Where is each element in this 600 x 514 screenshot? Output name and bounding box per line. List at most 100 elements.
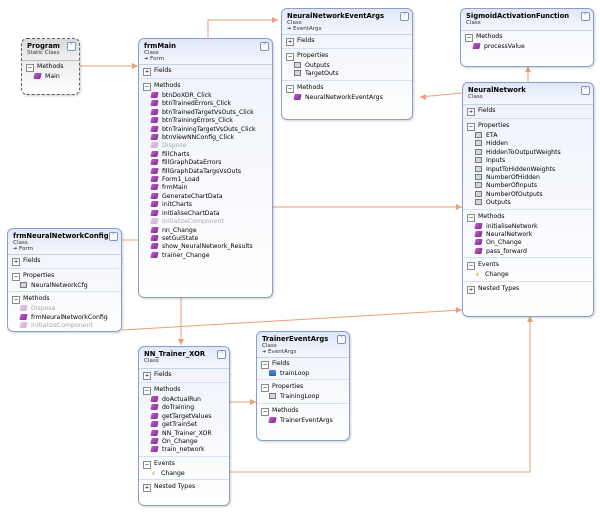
chevron-up-icon[interactable]: ⌃ [337, 335, 346, 344]
member-method[interactable]: TrainerEventArgs [257, 416, 349, 425]
member-method[interactable]: btnTrainedTargetVsOuts_Click [139, 108, 272, 117]
member-method[interactable]: btnTrainedErrors_Click [139, 100, 272, 108]
member-method[interactable]: On_Change [139, 438, 229, 446]
member-method[interactable]: GenerateChartData [139, 192, 272, 201]
class-neuralnetwork[interactable]: NeuralNetwork Class ⌃ +Fields −Propertie… [462, 82, 594, 317]
section-fields[interactable]: +Fields [286, 37, 315, 46]
member-property[interactable]: NumberOfInputs [463, 182, 593, 190]
member-method[interactable]: setGuiState [139, 234, 272, 243]
chevron-up-icon[interactable]: ⌃ [109, 232, 118, 241]
member-method[interactable]: On_Change [463, 239, 593, 247]
collapse-icon[interactable]: − [143, 460, 151, 469]
member-field[interactable]: trainLoop [257, 370, 349, 378]
member-method[interactable]: pass_forward [463, 247, 593, 256]
member-method[interactable]: InitializeComponent [8, 322, 121, 330]
member-method[interactable]: Dispose [139, 142, 272, 150]
chevron-up-icon[interactable]: ⌃ [400, 12, 409, 21]
section-methods[interactable]: −Methods [286, 83, 324, 93]
section-fields[interactable]: +Fields [143, 67, 172, 76]
section-methods[interactable]: −Methods [12, 295, 50, 305]
member-property[interactable]: NumberOfOutputs [463, 190, 593, 199]
member-main[interactable]: Main [22, 73, 79, 81]
member-property[interactable]: Hidden [463, 140, 593, 148]
section-methods[interactable]: −Methods [143, 82, 181, 91]
member-method[interactable]: train_network [139, 446, 229, 454]
member-method[interactable]: InitializeComponent [139, 218, 272, 226]
collapse-icon[interactable]: − [143, 83, 151, 91]
section-fields[interactable]: +Fields [143, 371, 172, 380]
collapse-icon[interactable]: − [465, 34, 473, 42]
section-fields[interactable]: +Fields [12, 257, 41, 266]
member-property[interactable]: NeuralNetworkCfg [8, 282, 121, 290]
class-neuralnetworkeventargs[interactable]: NeuralNetworkEventArgs Class ➜ EventArgs… [281, 8, 413, 120]
section-nested-types[interactable]: +Nested Types [143, 483, 196, 493]
collapse-icon[interactable]: − [12, 296, 20, 305]
member-method[interactable]: initialiseNetwork [463, 222, 593, 231]
class-nn-trainer-xor[interactable]: NN_Trainer_XOR Class ⌃ +Fields −Methods … [138, 346, 230, 506]
chevron-up-icon[interactable]: ⌃ [581, 86, 590, 95]
member-method[interactable]: initialiseChartData [139, 209, 272, 218]
section-methods[interactable]: −Methods [465, 33, 503, 42]
member-event[interactable]: ⚡Change [151, 469, 185, 478]
member-method[interactable]: show_NeuralNetwork_Results [139, 243, 272, 251]
section-properties[interactable]: −Properties [286, 52, 329, 61]
member-method[interactable]: fillCharts [139, 150, 272, 159]
expand-icon[interactable]: + [143, 68, 151, 76]
class-program[interactable]: Program Static Class ⌃ −Methods Main [21, 38, 80, 95]
member-property[interactable]: Outputs [282, 62, 412, 70]
member-method[interactable]: btnDoXOR_Click [139, 92, 272, 100]
member-method[interactable]: Form1_Load [139, 176, 272, 184]
chevron-up-icon[interactable]: ⌃ [260, 42, 269, 51]
expand-icon[interactable]: + [143, 484, 151, 493]
member-event[interactable]: ⚡Change [475, 271, 509, 280]
chevron-up-icon[interactable]: ⌃ [67, 42, 76, 51]
member-method[interactable]: nn_Change [139, 226, 272, 235]
member-method[interactable]: NeuralNetwork [463, 231, 593, 239]
member-method[interactable]: processValue [461, 43, 593, 51]
section-methods[interactable]: −Methods [467, 212, 505, 222]
member-method[interactable]: doActualRun [139, 396, 229, 404]
section-events[interactable]: −Events [467, 261, 499, 271]
member-method[interactable]: trainer_Change [139, 251, 272, 260]
member-method[interactable]: getTrainSet [139, 421, 229, 429]
collapse-icon[interactable]: − [261, 361, 269, 369]
member-method[interactable]: doTraining [139, 404, 229, 412]
member-method[interactable]: btnViewNNConfig_Click [139, 134, 272, 142]
section-events[interactable]: −Events [143, 459, 175, 469]
section-methods[interactable]: −Methods [26, 63, 64, 72]
expand-icon[interactable]: + [467, 285, 475, 294]
section-properties[interactable]: −Properties [467, 122, 510, 131]
class-sigmoidactivationfunction[interactable]: SigmoidActivationFunction Class ⌃ −Metho… [460, 8, 594, 67]
section-properties[interactable]: −Properties [12, 272, 55, 281]
class-trainereventargs[interactable]: TrainerEventArgs Class ➜ EventArgs ⌃ −Fi… [256, 331, 350, 441]
class-frmmain[interactable]: frmMain Class ➜ Form ⌃ +Fields −Methods … [138, 38, 273, 298]
collapse-icon[interactable]: − [261, 407, 269, 416]
section-methods[interactable]: −Methods [261, 406, 299, 416]
member-method[interactable]: frmMain [139, 184, 272, 192]
member-property[interactable]: NumberOfHidden [463, 174, 593, 182]
member-method[interactable]: initCharts [139, 201, 272, 209]
collapse-icon[interactable]: − [261, 384, 269, 393]
class-frmneuralnetworkconfig[interactable]: frmNeuralNetworkConfig Class ➜ Form ⌃ +F… [7, 228, 122, 332]
member-property[interactable]: TargetOuts [282, 70, 412, 78]
section-fields[interactable]: −Fields [261, 360, 290, 369]
member-method[interactable]: NeuralNetworkEventArgs [282, 93, 412, 102]
expand-icon[interactable]: + [12, 258, 20, 266]
collapse-icon[interactable]: − [467, 262, 475, 271]
member-method[interactable]: getTargetValues [139, 412, 229, 421]
collapse-icon[interactable]: − [143, 387, 151, 395]
chevron-up-icon[interactable]: ⌃ [581, 12, 590, 21]
expand-icon[interactable]: + [286, 38, 294, 46]
section-nested-types[interactable]: +Nested Types [467, 284, 520, 294]
member-method[interactable]: NN_Trainer_XOR [139, 429, 229, 438]
collapse-icon[interactable]: − [467, 123, 475, 131]
member-method[interactable]: fillGraphDataErrors [139, 159, 272, 167]
collapse-icon[interactable]: − [286, 84, 294, 93]
collapse-icon[interactable]: − [467, 213, 475, 222]
section-fields[interactable]: +Fields [467, 107, 496, 116]
chevron-up-icon[interactable]: ⌃ [217, 350, 226, 359]
collapse-icon[interactable]: − [26, 64, 34, 72]
expand-icon[interactable]: + [143, 372, 151, 380]
member-property[interactable]: TrainingLoop [257, 393, 349, 401]
collapse-icon[interactable]: − [12, 273, 20, 281]
